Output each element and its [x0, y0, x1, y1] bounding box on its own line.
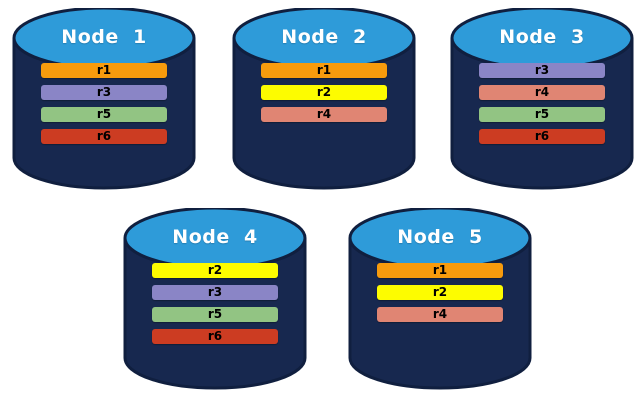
replica-bar[interactable]: r5: [41, 107, 167, 122]
replica-bar[interactable]: r4: [261, 107, 387, 122]
replica-label: r1: [316, 63, 332, 77]
replica-label: r4: [432, 307, 448, 321]
replica-label: r6: [207, 329, 223, 343]
replica-list: r2 r3 r5 r6: [152, 263, 278, 351]
replica-label: r3: [534, 63, 550, 77]
replica-bar[interactable]: r5: [152, 307, 278, 322]
replica-label: r2: [316, 85, 332, 99]
replica-bar[interactable]: r6: [479, 129, 605, 144]
replica-bar[interactable]: r6: [152, 329, 278, 344]
replica-bar[interactable]: r3: [41, 85, 167, 100]
cylinder-top-disc: [123, 208, 307, 270]
replica-label: r2: [432, 285, 448, 299]
replica-list: r1 r3 r5 r6: [41, 63, 167, 151]
replica-bar[interactable]: r2: [261, 85, 387, 100]
cylinder-top-disc: [450, 8, 634, 70]
replica-label: r3: [96, 85, 112, 99]
replica-list: r3 r4 r5 r6: [479, 63, 605, 151]
cylinder-top-disc: [12, 8, 196, 70]
replica-bar[interactable]: r3: [152, 285, 278, 300]
replica-bar[interactable]: r1: [41, 63, 167, 78]
replica-bar[interactable]: r3: [479, 63, 605, 78]
replica-list: r1 r2 r4: [261, 63, 387, 129]
replica-bar[interactable]: r1: [377, 263, 503, 278]
replica-label: r4: [534, 85, 550, 99]
replica-bar[interactable]: r2: [152, 263, 278, 278]
replica-label: r5: [207, 307, 223, 321]
replica-bar[interactable]: r1: [261, 63, 387, 78]
replica-label: r5: [96, 107, 112, 121]
replica-label: r1: [432, 263, 448, 277]
replica-bar[interactable]: r4: [479, 85, 605, 100]
cylinder-top-disc: [232, 8, 416, 70]
cylinder-top-disc: [348, 208, 532, 270]
replica-bar[interactable]: r6: [41, 129, 167, 144]
replica-label: r3: [207, 285, 223, 299]
replica-bar[interactable]: r4: [377, 307, 503, 322]
replica-label: r4: [316, 107, 332, 121]
replica-label: r2: [207, 263, 223, 277]
replica-bar[interactable]: r2: [377, 285, 503, 300]
replica-label: r5: [534, 107, 550, 121]
replica-bar[interactable]: r5: [479, 107, 605, 122]
replica-label: r6: [534, 129, 550, 143]
replica-label: r6: [96, 129, 112, 143]
replica-label: r1: [96, 63, 112, 77]
replica-list: r1 r2 r4: [377, 263, 503, 329]
